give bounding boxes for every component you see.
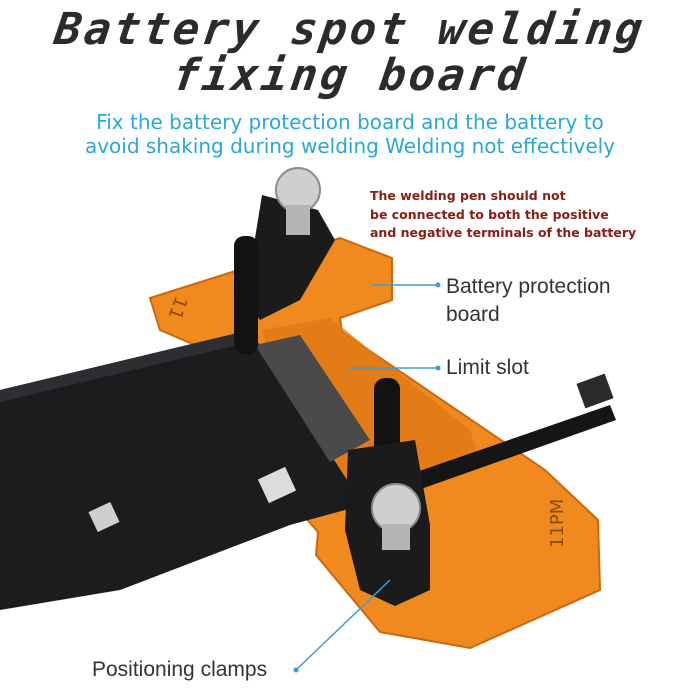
upper-clamp-post [234, 236, 258, 354]
qr-code-small [88, 501, 120, 533]
flex-connector [576, 373, 614, 409]
warning-line3: and negative terminals of the battery [370, 225, 637, 240]
page-title-line1: Battery spot welding [51, 4, 649, 55]
label-limit-slot: Limit slot [446, 356, 529, 379]
upper-screw-thread [286, 205, 310, 235]
battery [0, 330, 360, 610]
callout-limit-dot [435, 365, 441, 371]
warning-line1: The welding pen should not [370, 188, 566, 203]
label-protection-board-2: board [446, 303, 500, 326]
callout-positioning-dot [293, 667, 299, 673]
upper-clamp-arm [245, 195, 335, 320]
protection-pcb [255, 335, 370, 462]
callout-protection-dot [435, 282, 441, 288]
board-mark-right: 11PM [547, 499, 568, 548]
qr-code [257, 466, 297, 504]
subtitle-line2: avoid shaking during welding Welding not… [84, 134, 616, 158]
page-title-line2: fixing board [169, 50, 531, 101]
label-protection-board: Battery protection [446, 275, 611, 298]
lower-screw-thread [382, 524, 410, 550]
callout-positioning [295, 579, 391, 671]
label-positioning-clamps: Positioning clamps [92, 658, 268, 681]
subtitle-line1: Fix the battery protection board and the… [96, 110, 604, 134]
battery-edge [0, 330, 258, 402]
warning-line2: be connected to both the positive [370, 207, 609, 222]
